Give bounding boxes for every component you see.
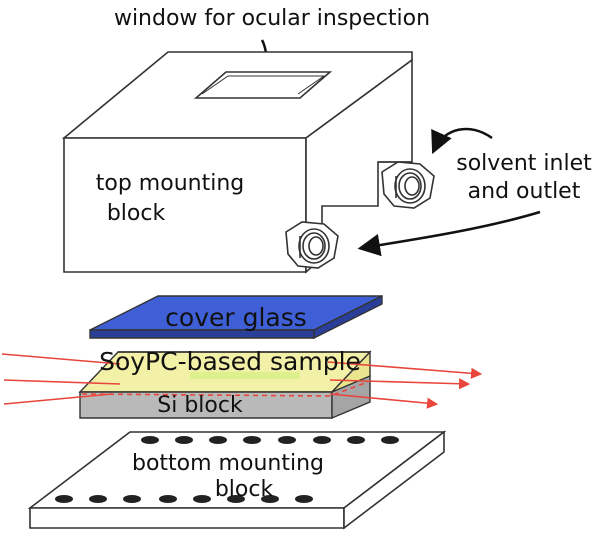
si-block [79, 374, 371, 420]
inspection-window [193, 71, 333, 99]
solvent-label-line2: and outlet [468, 179, 581, 204]
curved-arrow-icon [357, 210, 541, 257]
si-block-label: Si block [157, 393, 243, 418]
hex-nut-fitting-icon [381, 161, 435, 209]
cover-glass-label: cover glass [165, 303, 307, 332]
beam-arrows [1, 353, 483, 409]
curved-arrow-icon [431, 127, 493, 155]
top-block-label-line1: top mounting [96, 171, 244, 196]
mounting-holes [55, 436, 399, 503]
hex-nut-fitting-icon [285, 221, 339, 269]
bottom-block-label-line2: block [215, 477, 274, 502]
top-mounting-block [61, 51, 413, 274]
interface-line [81, 381, 369, 397]
cover-glass [89, 294, 383, 340]
solvent-label-line1: solvent inlet [456, 151, 592, 176]
top-block-label-line2: block [107, 201, 166, 226]
bottom-mounting-block [27, 430, 447, 530]
window-label: window for ocular inspection [114, 6, 430, 31]
sample-label: SoyPC-based sample [99, 347, 361, 376]
bottom-block-label-line1: bottom mounting [132, 451, 324, 476]
sample-highlight [190, 372, 300, 379]
